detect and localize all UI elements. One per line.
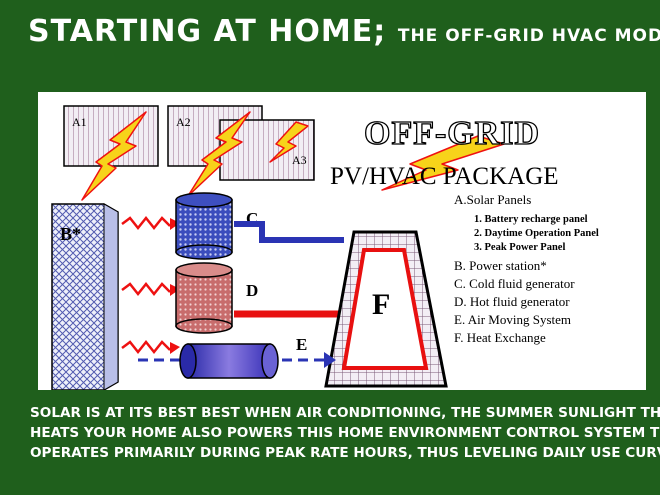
legend-header: A.Solar Panels <box>454 192 531 207</box>
label-e: E <box>296 335 307 354</box>
caption: SOLAR IS AT ITS BEST BEST WHEN AIR CONDI… <box>30 403 660 463</box>
label-a2: A2 <box>176 115 191 129</box>
hvac-diagram: A1 A2 A3 B* C <box>51 105 599 391</box>
package-title-line1: OFF-GRID <box>364 115 540 152</box>
legend-item-c: C. Cold fluid generator <box>454 276 575 291</box>
cold-fluid-generator-c: C <box>175 192 258 260</box>
caption-line-1: SOLAR IS AT ITS BEST BEST WHEN AIR CONDI… <box>30 405 660 421</box>
diagram-panel: A1 A2 A3 B* C <box>38 92 646 391</box>
title-sub: THE OFF-GRID HVAC MODEL <box>397 26 660 46</box>
label-b: B* <box>60 224 81 244</box>
page-title: STARTING AT HOME; THE OFF-GRID HVAC MODE… <box>28 14 660 49</box>
power-feed-zigzags <box>121 215 171 355</box>
legend-item-f: F. Heat Exchange <box>454 330 546 345</box>
label-a1: A1 <box>72 115 87 129</box>
label-f: F <box>372 288 390 321</box>
title-main: STARTING AT HOME; <box>28 14 387 49</box>
legend-item-b: B. Power station* <box>454 258 547 273</box>
label-d: D <box>246 281 258 300</box>
legend-item-e: E. Air Moving System <box>454 312 571 327</box>
package-title-line2: PV/HVAC PACKAGE <box>330 163 559 190</box>
lightning-bolts <box>67 111 505 329</box>
fluid-pipes <box>234 221 348 318</box>
heat-exchanger-f: F <box>324 230 448 388</box>
caption-line-2: HEATS YOUR HOME ALSO POWERS THIS HOME EN… <box>30 425 660 441</box>
power-feed-arrowheads <box>170 218 180 354</box>
air-moving-system-e: E <box>138 335 336 379</box>
legend-sub-1: 1. Battery recharge panel <box>474 214 588 225</box>
package-title: OFF-GRID PV/HVAC PACKAGE <box>330 114 559 190</box>
legend-sub-2: 2. Daytime Operation Panel <box>474 228 599 239</box>
legend-sub-3: 3. Peak Power Panel <box>474 242 565 253</box>
caption-line-3: OPERATES PRIMARILY DURING PEAK RATE HOUR… <box>30 445 660 461</box>
hot-fluid-generator-d: D <box>175 262 258 334</box>
label-a3: A3 <box>292 153 307 167</box>
legend: A.Solar Panels 1. Battery recharge panel… <box>454 192 599 345</box>
power-station-b: B* <box>51 203 119 391</box>
legend-item-d: D. Hot fluid generator <box>454 294 570 309</box>
